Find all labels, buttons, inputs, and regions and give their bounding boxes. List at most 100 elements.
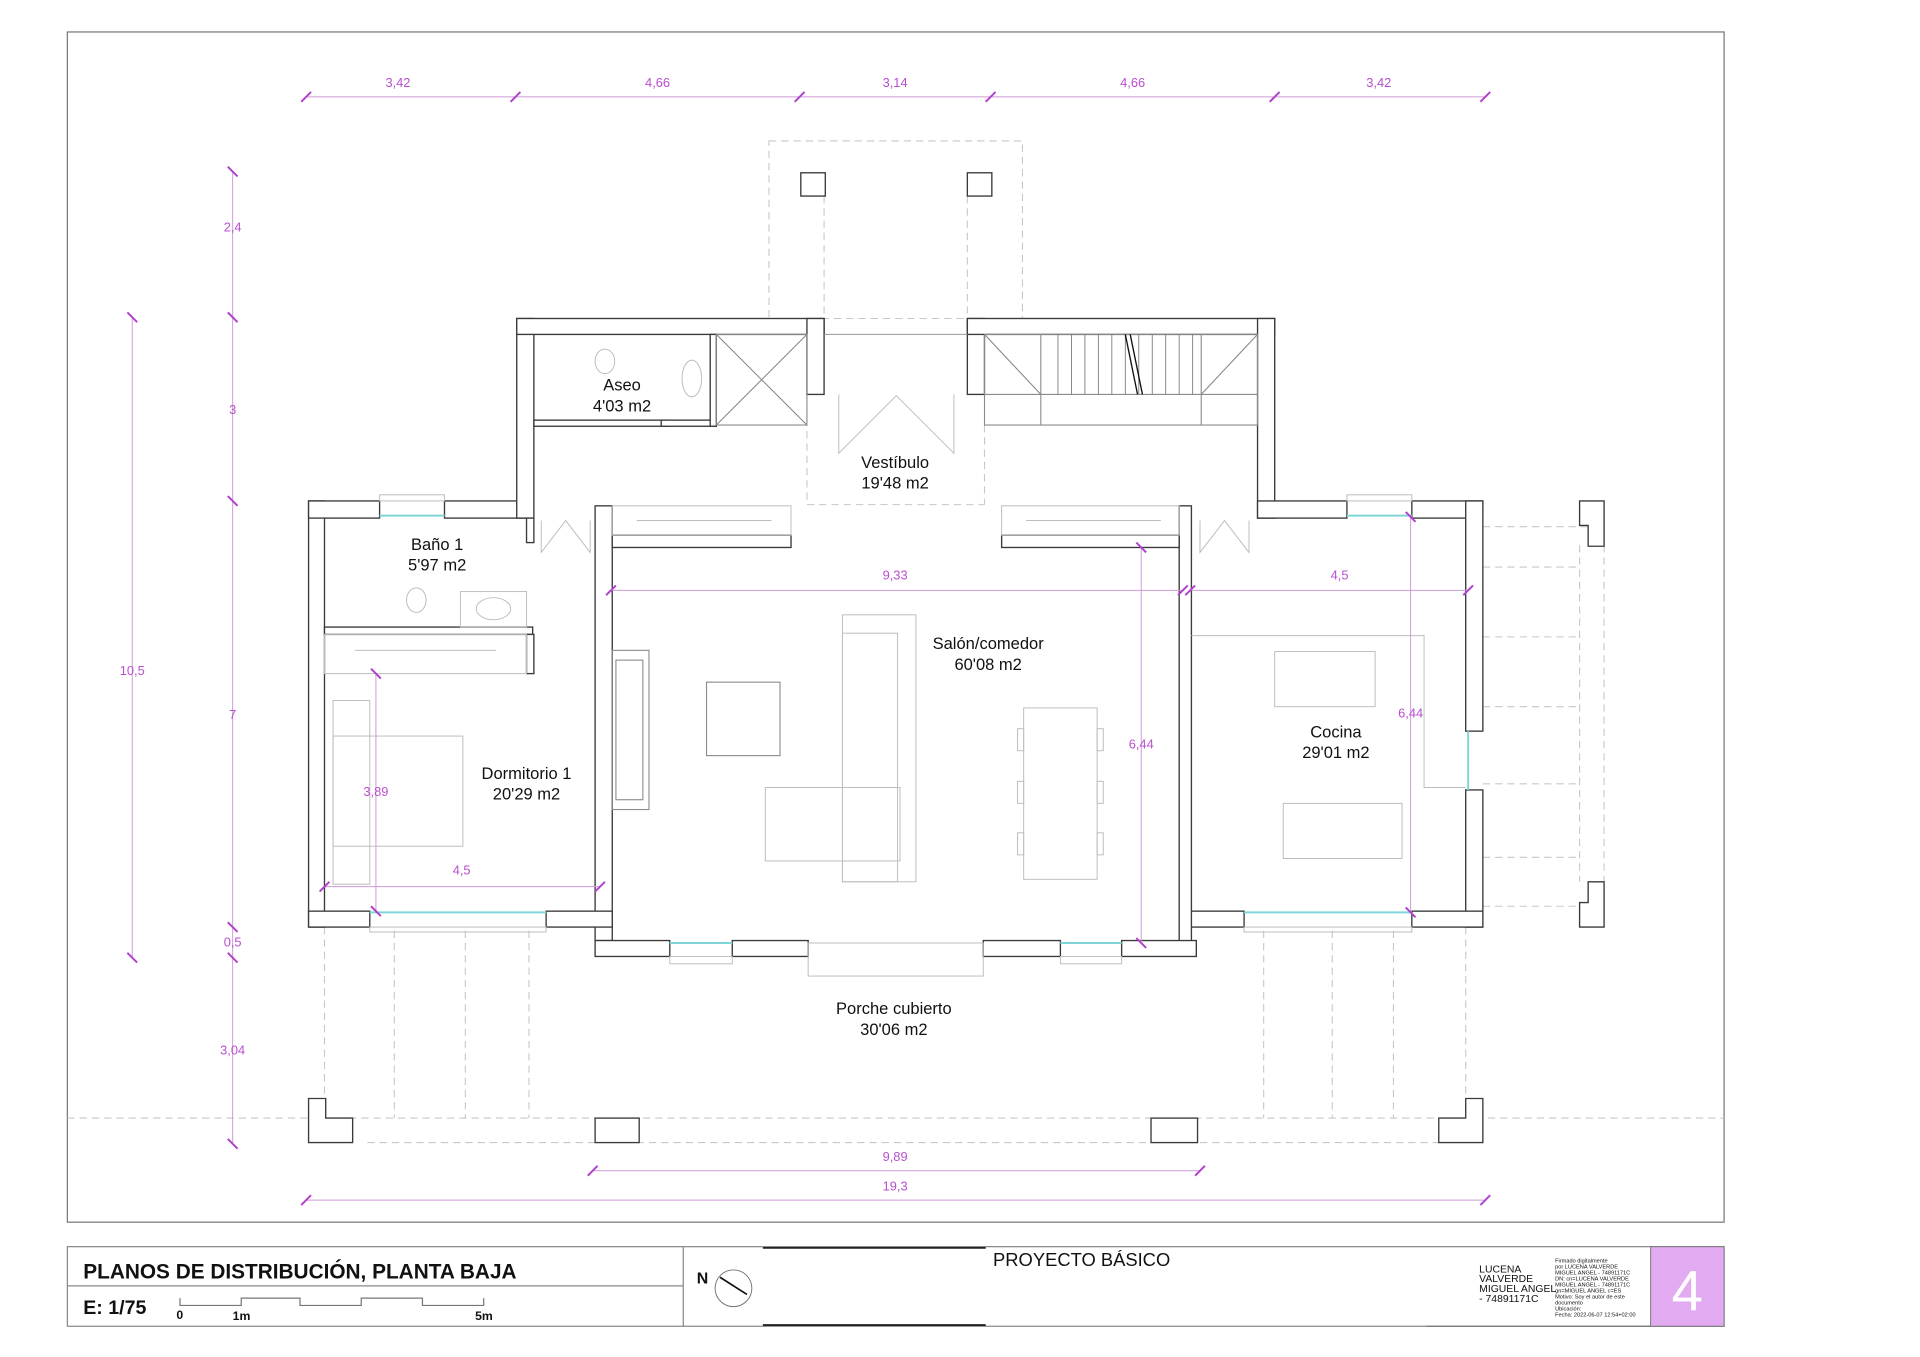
dim-top-2: 4,66 [645, 75, 670, 90]
author-line: VALVERDE [1479, 1274, 1533, 1285]
dimension-tick [318, 881, 331, 893]
dimension-tick [1462, 584, 1474, 596]
sheet-title: PLANOS DE DISTRIBUCIÓN, PLANTA BAJA [83, 1259, 516, 1283]
dimension-tick [985, 91, 997, 103]
room-vestibulo-name: Vestíbulo [861, 453, 929, 472]
dim-salon-depth: 6,44 [1129, 736, 1154, 751]
signature-line: Fecha: 2022-06-07 12:54+02:00 [1555, 1313, 1636, 1319]
dimension-tick [227, 311, 239, 323]
dimension-tick [227, 1138, 239, 1150]
room-cocina-name: Cocina [1310, 722, 1362, 741]
author-name: LUCENA VALVERDE MIGUEL ANGEL - 74891171C [1479, 1264, 1556, 1304]
author-line: MIGUEL ANGEL [1479, 1284, 1556, 1295]
room-porche-area: 30'06 m2 [860, 1020, 927, 1039]
dimension-tick [300, 91, 312, 103]
title-block: PLANOS DE DISTRIBUCIÓN, PLANTA BAJA E: 1… [66, 1246, 1725, 1327]
room-porche-name: Porche cubierto [836, 999, 952, 1018]
scale-bar-start: 0 [176, 1308, 183, 1322]
room-bano-name: Baño 1 [411, 535, 463, 554]
dim-left-4: 0,5 [224, 935, 242, 950]
sheet-number: 4 [1672, 1259, 1703, 1322]
dim-top-3: 3,14 [883, 75, 908, 90]
room-salon-name: Salón/comedor [933, 634, 1045, 653]
dim-dormitorio-width: 4,5 [453, 862, 471, 877]
columns [307, 172, 1605, 1144]
dimension-tick [605, 584, 617, 596]
dim-cocina-depth: 6,44 [1398, 706, 1423, 721]
sheet-number-box [1650, 1246, 1725, 1327]
dimension-tick [126, 311, 138, 323]
dimension-tick [370, 905, 382, 917]
dimension-tick [1184, 584, 1196, 596]
dimension-tick [1405, 511, 1417, 523]
dim-left-3: 7 [229, 707, 236, 722]
dimension-tick [1135, 541, 1147, 554]
scale-text: E: 1/75 [83, 1297, 146, 1319]
dimension-lines [126, 91, 1491, 1206]
signature-line: MIGUEL ANGEL - 74891171C [1555, 1283, 1630, 1289]
north-arrow-icon [714, 1269, 753, 1308]
dimension-tick [1194, 1165, 1206, 1177]
dim-left-1: 2,4 [224, 220, 242, 235]
dim-bottom-total: 19,3 [883, 1178, 908, 1193]
room-vestibulo-area: 19'48 m2 [861, 474, 928, 493]
dimension-tick [1405, 906, 1417, 918]
signature-line: documento [1555, 1301, 1583, 1307]
dimension-tick [1479, 1194, 1491, 1206]
scale-bar-end: 5m [475, 1309, 493, 1323]
dim-left-total: 10,5 [120, 663, 145, 678]
north-label: N [697, 1270, 709, 1287]
signature-line: DN: cn=LUCENA VALVERDE [1555, 1277, 1629, 1283]
drawing-frame [66, 31, 1725, 1223]
room-aseo-name: Aseo [603, 376, 641, 395]
room-dormitorio-name: Dormitorio 1 [482, 764, 572, 783]
dimension-tick [370, 668, 382, 680]
dimension-tick [1269, 91, 1281, 103]
room-bano-area: 5'97 m2 [408, 556, 466, 575]
room-aseo-area: 4'03 m2 [593, 397, 651, 416]
signature-line: MIGUEL ANGEL - 74891171C [1555, 1271, 1630, 1277]
scale-bar-mid: 1m [233, 1309, 251, 1323]
dimension-tick [227, 165, 239, 178]
dim-salon-width: 9,33 [883, 567, 908, 582]
project-name: PROYECTO BÁSICO [993, 1249, 1170, 1270]
dim-top-4: 4,66 [1120, 75, 1145, 90]
dimension-tick [1177, 584, 1189, 596]
dim-bottom-porch: 9,89 [883, 1149, 908, 1164]
dimension-tick [794, 91, 806, 103]
dim-top-1: 3,42 [385, 75, 410, 90]
dimension-tick [227, 495, 239, 507]
room-labels: Aseo 4'03 m2 Vestíbulo 19'48 m2 Baño 1 5… [408, 376, 1370, 1039]
room-cocina-area: 29'01 m2 [1302, 743, 1369, 762]
dimension-tick [126, 952, 138, 964]
author-line: - 74891171C [1479, 1294, 1539, 1305]
dimension-tick [227, 921, 239, 933]
walls [307, 317, 1484, 958]
scale-bar [179, 1297, 485, 1307]
dimension-tick [587, 1165, 599, 1177]
fixtures-and-furniture [324, 333, 1466, 885]
signature-line: Ubicación: [1555, 1307, 1582, 1313]
dim-left-5: 3,04 [220, 1042, 245, 1057]
dimension-tick [594, 881, 606, 893]
dimension-tick [300, 1194, 312, 1206]
signature-line: por LUCENA VALVERDE [1555, 1265, 1618, 1271]
signature-line: Motivo: Soy el autor de este [1555, 1295, 1625, 1301]
room-salon-area: 60'08 m2 [954, 655, 1021, 674]
dim-top-5: 3,42 [1366, 75, 1391, 90]
dim-cocina-width: 4,5 [1331, 567, 1349, 582]
dim-left-2: 3 [229, 402, 236, 417]
windows [369, 494, 1470, 977]
author-line: LUCENA [1479, 1264, 1521, 1275]
dimension-tick [227, 952, 239, 964]
signature-line: Firmado digitalmente [1555, 1259, 1608, 1265]
dimension-tick [1479, 91, 1491, 103]
dimension-tick [509, 91, 522, 103]
room-dormitorio-area: 20'29 m2 [493, 785, 560, 804]
dimension-labels: 3,42 4,66 3,14 4,66 3,42 2,4 3 7 0,5 3,0… [120, 75, 1423, 1193]
dim-dormitorio-depth: 3,89 [363, 784, 388, 799]
signature-line: gn=MIGUEL ANGEL c=ES [1555, 1289, 1621, 1295]
dimension-tick [1135, 937, 1147, 949]
